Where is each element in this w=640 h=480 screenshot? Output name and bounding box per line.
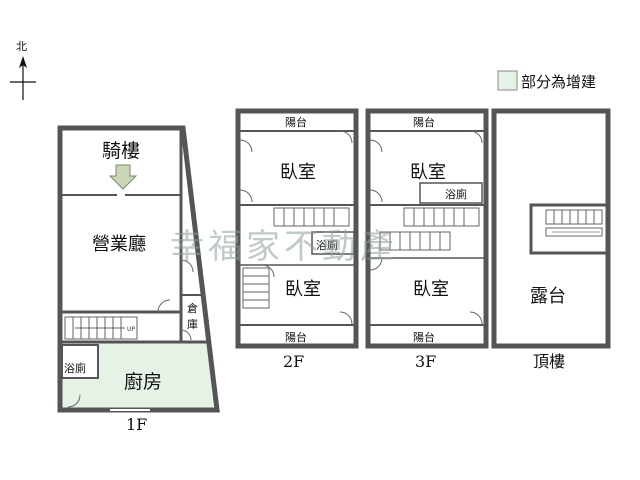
- 2f-bedroom-bottom-label: 臥室: [285, 279, 321, 300]
- north-arrow-head: [19, 56, 27, 68]
- floor-2f-label: 2F: [283, 352, 304, 371]
- 2f-bath-box: [311, 231, 355, 255]
- storage-label-1: 倉: [187, 301, 198, 315]
- floor-2f: 陽台 臥室 浴廁 臥室 陽台 2F: [235, 108, 359, 371]
- watermark: 幸福家不動產: [170, 227, 398, 267]
- 2f-balcony-bottom-label: 陽台: [285, 330, 307, 344]
- door-swing: [369, 189, 383, 203]
- roof-stairs: [545, 209, 603, 237]
- 3f-bath-label: 浴廁: [445, 187, 467, 201]
- 3f-balcony-bottom-label: 陽台: [413, 330, 435, 344]
- kitchen-label: 廚房: [124, 370, 162, 393]
- floor-roof: 露台 頂樓: [491, 108, 611, 371]
- legend-label: 部分為增建: [521, 73, 596, 91]
- storage-label-2: 庫: [187, 317, 198, 331]
- 2f-outer-wall: [235, 108, 359, 349]
- door-swing: [180, 259, 194, 273]
- 3f-bedroom-bottom-label: 臥室: [413, 279, 449, 300]
- door-swing: [469, 311, 483, 325]
- 3f-stairs: [379, 207, 480, 251]
- north-label: 北: [16, 40, 27, 53]
- 2f-stairs: [242, 207, 350, 309]
- door-swing: [239, 189, 253, 203]
- legend: 部分為增建: [497, 70, 596, 91]
- floor-roof-label: 頂樓: [533, 352, 565, 371]
- door-swing: [157, 299, 171, 313]
- floor-1f: UP 騎樓 營業廳 倉 庫 浴廁 廚房 1F: [57, 125, 220, 434]
- door-swing: [67, 394, 81, 408]
- bath-label: 浴廁: [64, 361, 86, 375]
- bath-box: [61, 344, 99, 379]
- door-swing: [469, 130, 483, 144]
- 1f-outer-wall: [57, 125, 220, 413]
- door-swing: [239, 139, 253, 153]
- 3f-balcony-top-label: 陽台: [413, 115, 435, 129]
- addition-area: [62, 342, 213, 410]
- terrace-label: 露台: [530, 286, 566, 307]
- floor-3f: 陽台 臥室 浴廁 臥室 陽台 3F: [365, 108, 489, 371]
- entrance-arrow: [108, 164, 138, 190]
- door-swing: [261, 264, 275, 278]
- door-swing: [339, 311, 353, 325]
- arcade-label: 騎樓: [102, 140, 140, 162]
- door-swing: [369, 257, 383, 271]
- 2f-balcony-top-label: 陽台: [285, 115, 307, 129]
- business-hall-label: 營業廳: [92, 234, 146, 255]
- stair-housing: [529, 203, 610, 255]
- north-compass: 北: [10, 40, 36, 100]
- legend-swatch: [497, 70, 518, 91]
- door-swing: [369, 139, 383, 153]
- 3f-outer-wall: [365, 108, 489, 349]
- door-swing: [339, 130, 353, 144]
- stair-up-label: UP: [127, 326, 135, 333]
- floor-3f-label: 3F: [415, 352, 436, 371]
- floor-1f-label: 1F: [126, 415, 147, 434]
- 3f-bath-box: [419, 182, 483, 204]
- door-swing: [180, 329, 192, 341]
- 1f-stairs: UP: [64, 316, 138, 340]
- 2f-bath-label: 浴廁: [316, 238, 338, 252]
- 3f-bedroom-top-label: 臥室: [410, 162, 446, 183]
- 2f-bedroom-top-label: 臥室: [280, 162, 316, 183]
